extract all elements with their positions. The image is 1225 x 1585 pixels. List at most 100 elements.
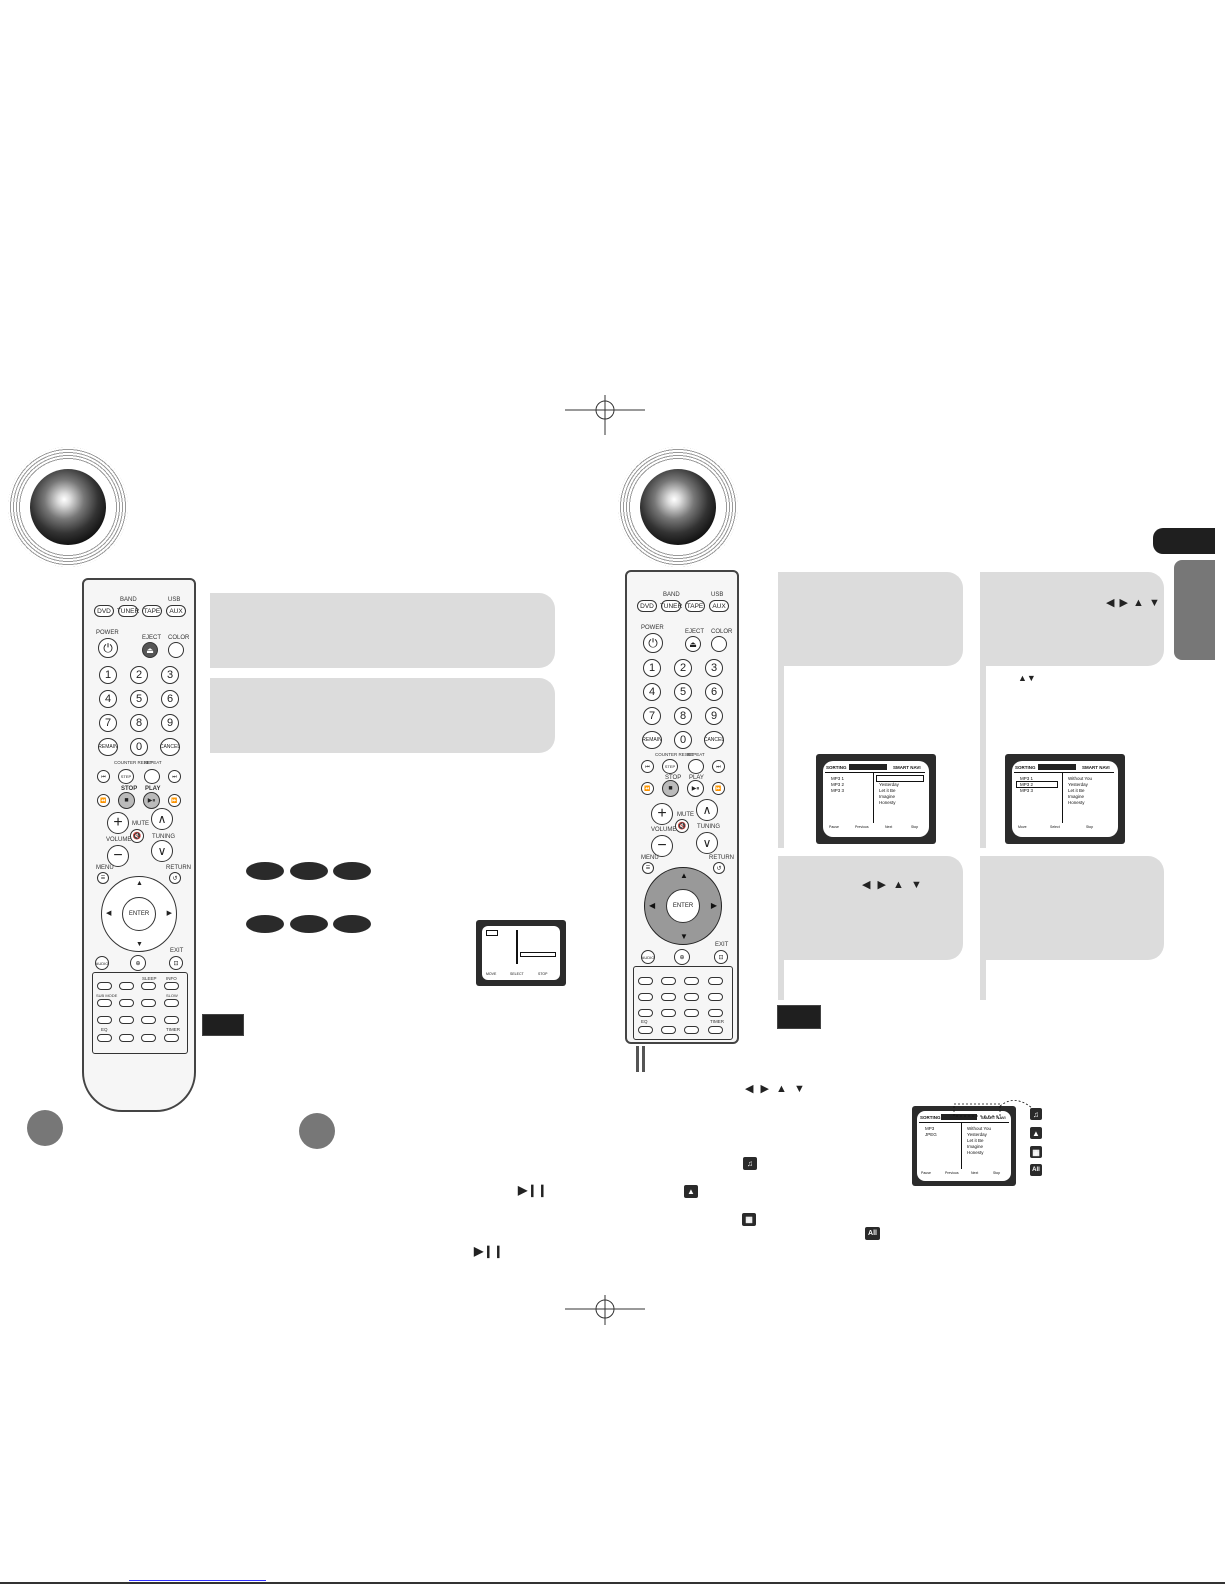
info-button[interactable] xyxy=(164,982,179,990)
power-button-r[interactable]: ⏻ xyxy=(643,633,663,653)
lower-r-7[interactable] xyxy=(684,993,699,1001)
digit-1-button-r[interactable]: 1 xyxy=(643,659,661,677)
repeat-button-r[interactable] xyxy=(688,759,704,774)
volume-down-button[interactable]: − xyxy=(107,845,129,867)
lower-r-11[interactable] xyxy=(684,1009,699,1017)
digit-4-button[interactable]: 4 xyxy=(99,690,117,708)
stop-button[interactable]: ■ xyxy=(118,792,135,809)
tuner-button[interactable]: TUNER xyxy=(117,605,139,617)
tape-button-r[interactable]: TAPE xyxy=(685,600,705,612)
slow-button[interactable] xyxy=(164,999,179,1007)
eject-button[interactable]: ⏏ xyxy=(142,642,158,658)
exit-button-r[interactable]: ⊡ xyxy=(714,950,728,964)
digit-7-button[interactable]: 7 xyxy=(99,714,117,732)
step-button-r[interactable]: STEP xyxy=(662,759,678,774)
lower-btn-2[interactable] xyxy=(119,982,134,990)
audio-button[interactable]: AUDIO xyxy=(95,956,109,970)
digit-4-button-r[interactable]: 4 xyxy=(643,683,661,701)
volume-up-button-r[interactable]: + xyxy=(651,803,673,825)
digit-6-button[interactable]: 6 xyxy=(161,690,179,708)
lower-btn-6[interactable] xyxy=(119,999,134,1007)
eject-button-r[interactable]: ⏏ xyxy=(685,636,701,652)
remain-button-r[interactable]: REMAIN xyxy=(642,731,662,749)
stop-button-r[interactable]: ■ xyxy=(662,780,679,797)
digit-0-button-r[interactable]: 0 xyxy=(674,731,692,749)
fast-forward-button-r[interactable]: ⏩ xyxy=(712,782,725,795)
exit-button[interactable]: ⊡ xyxy=(169,956,183,970)
lower-r-16[interactable] xyxy=(708,1026,723,1034)
tuning-up-button[interactable]: ∧ xyxy=(151,808,173,830)
fast-forward-button[interactable]: ⏩ xyxy=(168,794,181,807)
lower-btn-5[interactable] xyxy=(97,999,112,1007)
lower-r-15[interactable] xyxy=(684,1026,699,1034)
lower-r-1[interactable] xyxy=(638,977,653,985)
dvd-button-r[interactable]: DVD xyxy=(637,600,657,612)
skip-back-button[interactable]: ⏮ xyxy=(97,770,110,783)
lower-btn-7[interactable] xyxy=(141,999,156,1007)
zoom-button[interactable] xyxy=(141,1016,156,1024)
lower-r-3[interactable] xyxy=(684,977,699,985)
color-button-r[interactable] xyxy=(711,636,727,652)
color-button[interactable] xyxy=(168,642,184,658)
digit-8-button[interactable]: 8 xyxy=(130,714,148,732)
skip-forward-button[interactable]: ⏭ xyxy=(168,770,181,783)
skip-back-button-r[interactable]: ⏮ xyxy=(641,760,654,773)
cancel-button-r[interactable]: CANCEL xyxy=(704,731,724,749)
sleep-button[interactable] xyxy=(141,982,156,990)
aux-button-r[interactable]: AUX xyxy=(709,600,729,612)
return-button-r[interactable]: ↺ xyxy=(713,862,725,874)
lower-r-13[interactable] xyxy=(638,1026,653,1034)
lower-r-14[interactable] xyxy=(661,1026,676,1034)
tuning-down-button[interactable]: ∨ xyxy=(151,840,173,862)
digit-2-button[interactable]: 2 xyxy=(130,666,148,684)
lower-btn-14[interactable] xyxy=(119,1034,134,1042)
enter-button[interactable]: ENTER xyxy=(122,897,156,931)
tuning-up-button-r[interactable]: ∧ xyxy=(696,799,718,821)
digit-8-button-r[interactable]: 8 xyxy=(674,707,692,725)
timer-button[interactable] xyxy=(164,1034,179,1042)
info-dial-button-r[interactable]: ⊕ xyxy=(674,949,690,965)
tuner-button-r[interactable]: TUNER xyxy=(660,600,682,612)
lower-r-6[interactable] xyxy=(661,993,676,1001)
digit-9-button-r[interactable]: 9 xyxy=(705,707,723,725)
aux-button[interactable]: AUX xyxy=(166,605,186,617)
play-pause-button[interactable]: ▶⏸ xyxy=(143,792,160,809)
skip-forward-button-r[interactable]: ⏭ xyxy=(712,760,725,773)
mute-button[interactable]: 🔇 xyxy=(130,829,144,843)
step-button[interactable]: STEP xyxy=(118,769,134,784)
eq-button[interactable] xyxy=(97,1034,112,1042)
digit-5-button[interactable]: 5 xyxy=(130,690,148,708)
lower-r-9[interactable] xyxy=(638,1009,653,1017)
digit-2-button-r[interactable]: 2 xyxy=(674,659,692,677)
volume-down-button-r[interactable]: − xyxy=(651,835,673,857)
menu-button[interactable]: ☰ xyxy=(97,872,109,884)
nav-pad-r[interactable]: ▲ ▼ ◀ ▶ xyxy=(644,867,722,945)
lower-r-2[interactable] xyxy=(661,977,676,985)
lower-r-4[interactable] xyxy=(708,977,723,985)
power-button[interactable]: ⏻ xyxy=(98,638,118,658)
digit-1-button[interactable]: 1 xyxy=(99,666,117,684)
lower-r-10[interactable] xyxy=(661,1009,676,1017)
digit-3-button-r[interactable]: 3 xyxy=(705,659,723,677)
digit-3-button[interactable]: 3 xyxy=(161,666,179,684)
cancel-button[interactable]: CANCEL xyxy=(160,738,180,756)
lower-btn-9[interactable] xyxy=(97,1016,112,1024)
lower-r-5[interactable] xyxy=(638,993,653,1001)
play-pause-button-r[interactable]: ▶⏸ xyxy=(687,780,704,797)
digit-7-button-r[interactable]: 7 xyxy=(643,707,661,725)
dvd-button[interactable]: DVD xyxy=(94,605,114,617)
lower-r-8[interactable] xyxy=(708,993,723,1001)
tape-button[interactable]: TAPE xyxy=(142,605,162,617)
volume-up-button[interactable]: + xyxy=(107,812,129,834)
remain-button[interactable]: REMAIN xyxy=(98,738,118,756)
menu-button-r[interactable]: ☰ xyxy=(642,862,654,874)
mute-button-r[interactable]: 🔇 xyxy=(675,819,689,833)
return-button[interactable]: ↺ xyxy=(169,872,181,884)
audio-button-r[interactable]: AUDIO xyxy=(641,950,655,964)
lower-btn-1[interactable] xyxy=(97,982,112,990)
digit-6-button-r[interactable]: 6 xyxy=(705,683,723,701)
lower-btn-10[interactable] xyxy=(119,1016,134,1024)
digit-0-button[interactable]: 0 xyxy=(130,738,148,756)
repeat-button[interactable] xyxy=(144,769,160,784)
tuning-down-button-r[interactable]: ∨ xyxy=(696,832,718,854)
